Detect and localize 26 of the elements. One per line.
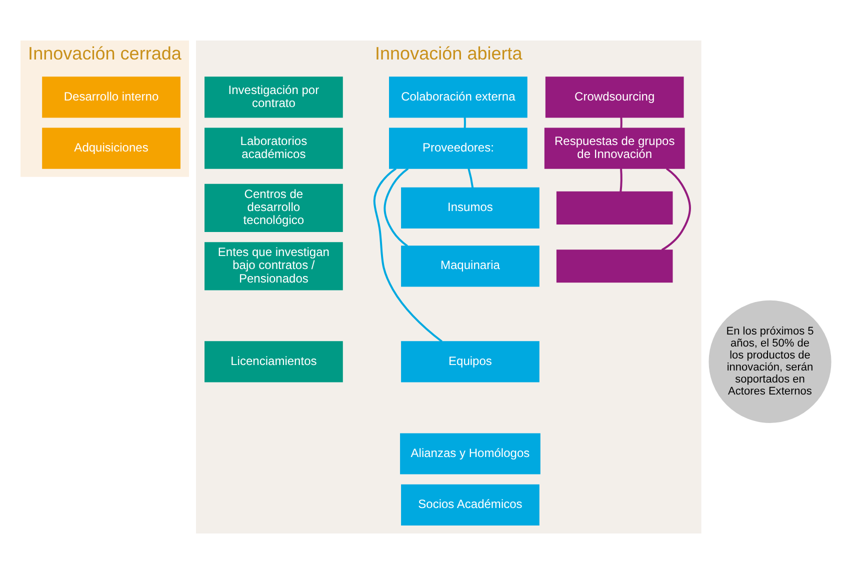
connector [620, 116, 622, 128]
node-box: Respuestas de grupos de Innovación [544, 127, 684, 168]
node-box [556, 190, 672, 224]
node-box: Alianzas y Homólogos [400, 432, 540, 474]
connector [619, 168, 622, 192]
node-box: Colaboración externa [388, 76, 527, 118]
node-box: Laboratorios académicos [204, 127, 342, 168]
node-box: Maquinaria [400, 245, 539, 286]
node-box: Equipos [400, 340, 539, 382]
node-box: Investigación por contrato [204, 76, 342, 118]
node-circle: En los próximos 5 años, el 50% de los productos de innovación, serán soportados en Actores Externos [708, 300, 831, 422]
node-box: Desarrollo interno [42, 76, 180, 118]
node-box: Licenciamientos [204, 340, 342, 382]
connector [463, 116, 466, 128]
node-box: Adquisiciones [42, 127, 180, 168]
connector [467, 168, 474, 188]
node-box [556, 249, 672, 282]
connector [660, 167, 690, 250]
node-box: Socios Académicos [400, 484, 539, 525]
connector [383, 167, 408, 246]
node-box: Proveedores: [388, 127, 527, 168]
node-box: Entes que investigan bajo contratos / Pensionados [204, 242, 342, 290]
node-box: Insumos [400, 186, 539, 228]
connector [372, 167, 442, 342]
node-box: Centros de desarrollo tecnológico [204, 183, 342, 232]
node-box: Crowdsourcing [544, 76, 684, 118]
